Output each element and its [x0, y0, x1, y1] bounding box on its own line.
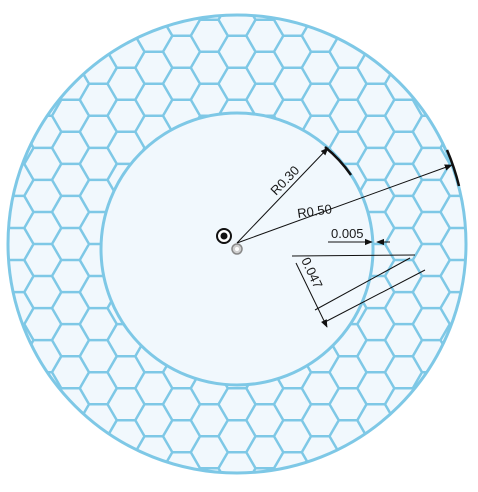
origin-icon	[216, 228, 243, 255]
outer-radius-line	[236, 164, 453, 244]
inner-edge-highlight	[324, 146, 353, 176]
outer-edge-highlight	[445, 149, 461, 187]
inner-radius-line	[236, 147, 329, 244]
cell-size-ext-top	[291, 254, 416, 257]
cell-size-ext-b	[324, 269, 426, 323]
cell-size-line	[295, 262, 328, 328]
outer-radius-label: R0.50	[296, 201, 332, 221]
cell-size-ext-a	[314, 257, 411, 311]
wall-thickness-label: 0.005	[331, 226, 364, 241]
